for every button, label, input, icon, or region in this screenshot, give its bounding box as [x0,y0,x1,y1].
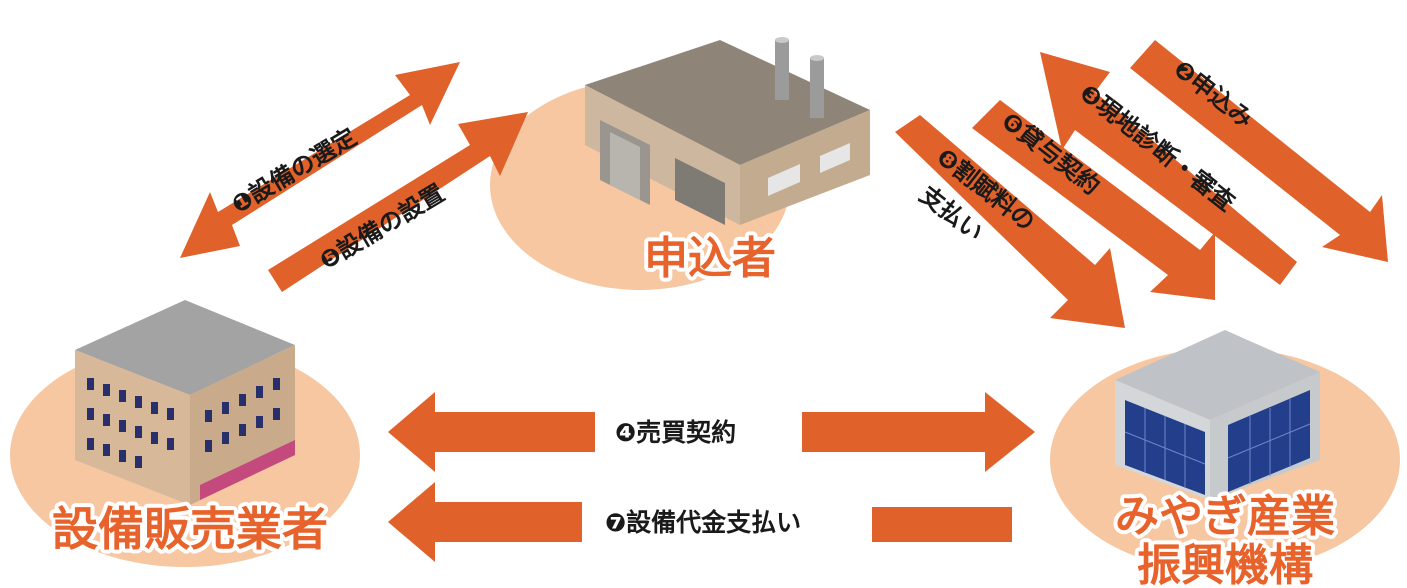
arrow-step4 [388,392,1035,472]
arrow-step1 [180,62,460,258]
arrow-step8 [895,115,1125,328]
step5-label: ❺設備の設置 [315,179,450,275]
applicant-name: 申込者 [644,233,776,284]
arrow-step7 [388,482,1012,562]
office-building-icon [1115,330,1320,500]
step1-label: ❶設備の選定 [227,123,362,219]
agency-name-line1: みやぎ産業 [1115,491,1335,542]
arrow-step5 [268,112,528,292]
arrow-step3 [1040,52,1297,285]
step7-label: ❼設備代金支払い [605,508,801,537]
step4-label: ❹売買契約 [615,418,736,447]
arrow-step2 [1130,40,1388,262]
store-building-icon [75,300,295,505]
factory-icon [585,37,870,225]
vendor-name: 設備販売業者 [52,502,328,556]
agency-name-line2: 振興機構 [1137,540,1313,588]
arrow-step6 [972,100,1215,300]
